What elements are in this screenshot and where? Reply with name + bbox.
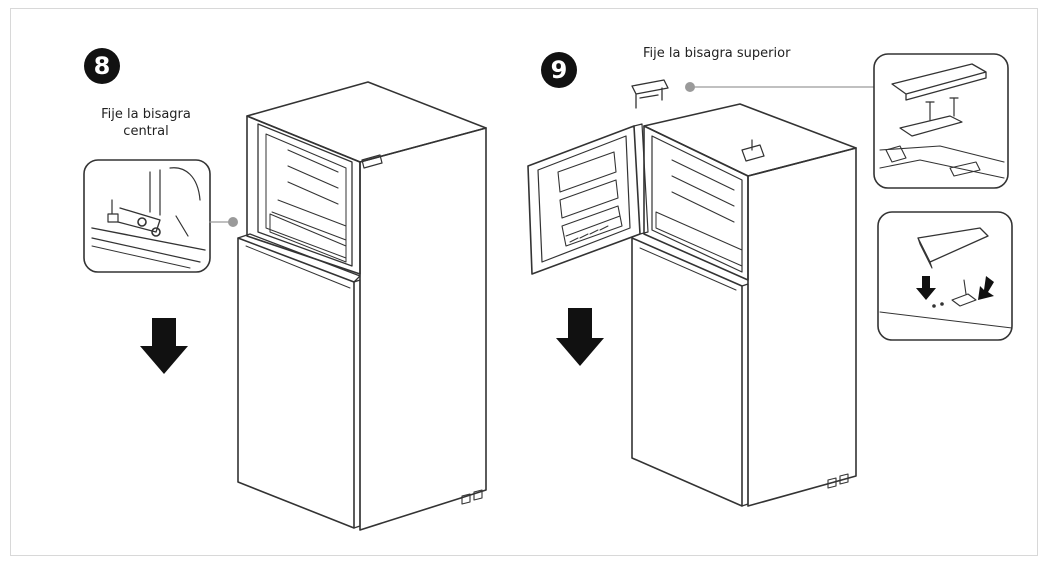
step-8-badge: 8 xyxy=(84,48,120,84)
arrow-down-icon xyxy=(556,308,604,366)
arrow-down-icon xyxy=(140,318,188,374)
center-hinge-inset xyxy=(83,159,211,273)
top-hinge-part xyxy=(631,79,669,109)
step-9-badge: 9 xyxy=(541,52,577,88)
hinge-cover-inset xyxy=(877,211,1013,341)
step-8-caption: Fije la bisagra central xyxy=(76,106,216,140)
callout-dot-icon xyxy=(228,217,238,227)
callout-dot-icon xyxy=(685,82,695,92)
fridge-step-8 xyxy=(237,81,487,531)
top-hinge-inset xyxy=(873,53,1009,189)
step-8-caption-line1: Fije la bisagra xyxy=(101,107,191,122)
diagram-frame xyxy=(10,8,1038,556)
fridge-step-9 xyxy=(527,103,857,507)
step-9-caption: Fije la bisagra superior xyxy=(643,46,791,61)
step-8-caption-line2: central xyxy=(123,124,169,139)
step-8-number: 8 xyxy=(93,52,111,80)
step-9-number: 9 xyxy=(550,56,568,84)
